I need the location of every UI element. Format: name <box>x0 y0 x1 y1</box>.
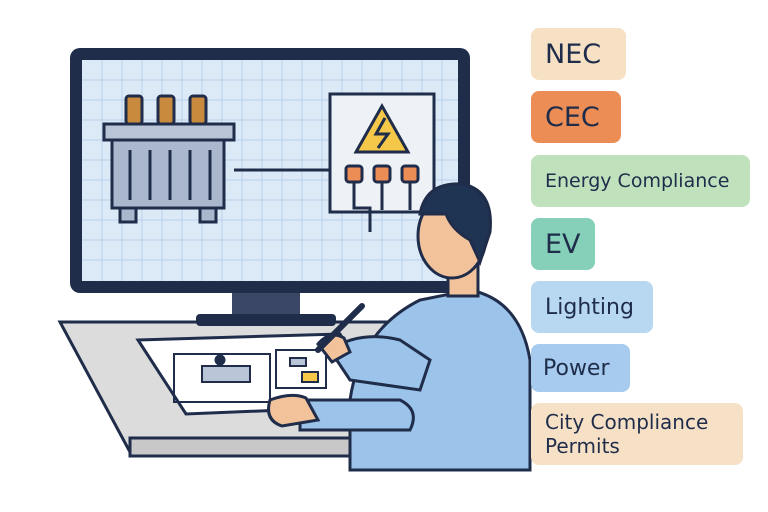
tag-city-line1: City Compliance <box>545 410 709 434</box>
engineer-figure <box>267 182 532 472</box>
tag-ev-label: EV <box>545 228 581 260</box>
tag-city-compliance-permits: City Compliance Permits <box>531 403 743 465</box>
tag-nec: NEC <box>531 28 626 80</box>
tag-lighting-label: Lighting <box>545 294 634 320</box>
tag-lighting: Lighting <box>531 281 653 333</box>
tag-ev: EV <box>531 218 595 270</box>
tag-nec-label: NEC <box>545 38 602 70</box>
tag-energy-label: Energy Compliance <box>545 170 730 192</box>
pen-icon <box>315 303 365 353</box>
tag-power-label: Power <box>543 355 610 381</box>
tag-cec: CEC <box>531 91 621 143</box>
transformer-icon <box>102 94 330 224</box>
tag-cec-label: CEC <box>545 101 600 133</box>
tag-energy-compliance: Energy Compliance <box>531 155 750 207</box>
warning-lightning-icon <box>353 102 411 154</box>
electrical-panel-icon <box>328 92 436 232</box>
tag-power: Power <box>531 344 630 392</box>
tag-city-line2: Permits <box>545 434 620 458</box>
